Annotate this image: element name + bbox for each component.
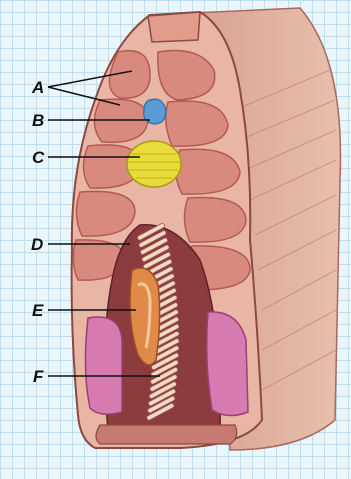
gonad-left — [85, 317, 122, 414]
atrium-wall — [96, 425, 237, 444]
label-c: C — [32, 149, 44, 166]
label-f: F — [33, 368, 43, 385]
label-e: E — [32, 302, 43, 319]
label-b: B — [32, 112, 44, 129]
label-d: D — [31, 236, 43, 253]
label-a: A — [32, 79, 44, 96]
dorsal-fin — [148, 12, 200, 42]
notochord — [127, 141, 181, 187]
